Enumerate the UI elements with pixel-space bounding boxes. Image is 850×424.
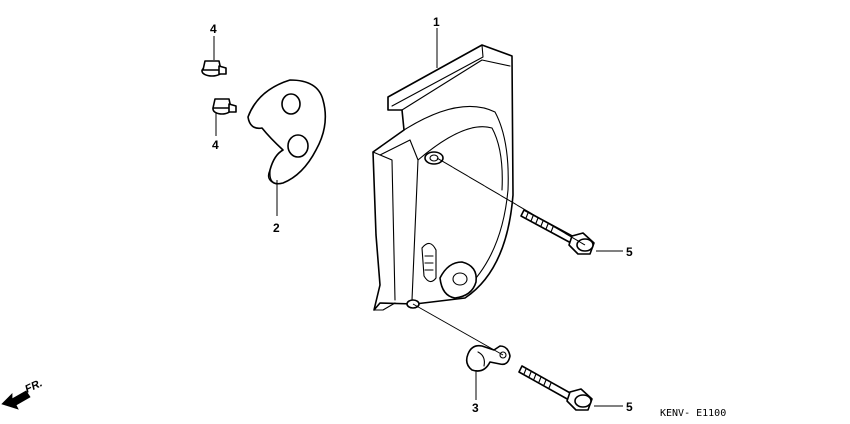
gasket-part xyxy=(247,79,327,185)
flange-nut-lower xyxy=(212,98,237,115)
front-direction-arrow-icon xyxy=(1,390,31,410)
callout-clamp: 3 xyxy=(472,401,479,415)
flange-nut-upper xyxy=(201,60,227,77)
callout-bolt-upper: 5 xyxy=(626,245,633,259)
flange-bolt-upper xyxy=(520,209,595,255)
callout-bolt-lower: 5 xyxy=(626,400,633,414)
callout-cover: 1 xyxy=(433,15,440,29)
front-direction-label: FR. xyxy=(23,377,44,395)
callout-gasket: 2 xyxy=(273,221,280,235)
cover-part xyxy=(372,44,514,311)
flange-bolt-lower xyxy=(518,365,593,411)
callout-nut-upper: 4 xyxy=(210,22,217,36)
front-direction-indicator: FR. xyxy=(1,377,44,410)
leader-lines xyxy=(213,28,623,407)
clamp-part xyxy=(465,344,511,372)
diagram-code: KENV- E1100 xyxy=(660,408,726,419)
callout-nut-lower: 4 xyxy=(212,138,219,152)
